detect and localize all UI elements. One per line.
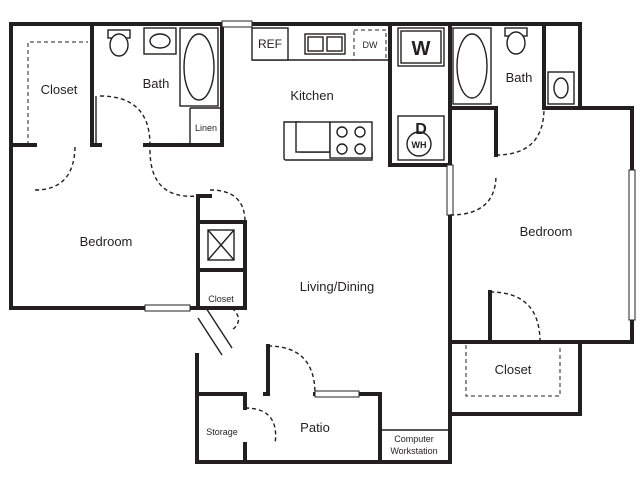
bedroom-left-label: Bedroom [80, 234, 133, 249]
stove [329, 121, 373, 159]
kitchen-fixtures [251, 27, 445, 161]
refrigerator-label: REF [258, 37, 282, 51]
closet-right-label: Closet [495, 362, 532, 377]
kitchen-label: Kitchen [290, 88, 333, 103]
closet-small-label: Closet [208, 294, 234, 304]
sink-icon [143, 27, 177, 55]
computer-workstation-label-line2: Workstation [390, 446, 437, 456]
water-heater [406, 131, 432, 157]
dishwasher [353, 29, 387, 61]
bath-right-label: Bath [506, 70, 533, 85]
left-bath-fixtures [107, 27, 219, 107]
exterior-walls [9, 22, 634, 464]
bathtub-icon [179, 27, 219, 107]
patio-label: Patio [300, 420, 330, 435]
stove-burner-icon [336, 126, 366, 155]
windows [144, 20, 636, 398]
doors [27, 41, 561, 445]
right-bath-fixtures [452, 27, 575, 105]
bath-left-label: Bath [143, 76, 170, 91]
living-dining-label: Living/Dining [300, 279, 374, 294]
washer-label: W [412, 38, 431, 60]
linen-label: Linen [195, 123, 217, 133]
closet-left-label: Closet [41, 82, 78, 97]
dryer-label: D [415, 121, 427, 138]
water-heater-label: WH [412, 140, 427, 150]
bedroom-right-label: Bedroom [520, 224, 573, 239]
storage-label: Storage [206, 427, 238, 437]
washer [397, 27, 445, 67]
dishwasher-label: DW [363, 40, 378, 50]
hvac-icon [207, 229, 235, 261]
appliance-labels: REF DW W D WH [258, 37, 431, 150]
toilet-icon [107, 29, 131, 57]
room-labels: Closet Bath Linen Bedroom Kitchen Bath B… [41, 70, 573, 456]
refrigerator [251, 27, 289, 61]
computer-workstation-label-line1: Computer [394, 434, 434, 444]
kitchen-sink-icon [304, 33, 346, 55]
sink-icon [547, 71, 575, 105]
interior-walls [9, 22, 582, 431]
toilet-icon [504, 27, 528, 55]
bathtub-icon [452, 27, 492, 105]
